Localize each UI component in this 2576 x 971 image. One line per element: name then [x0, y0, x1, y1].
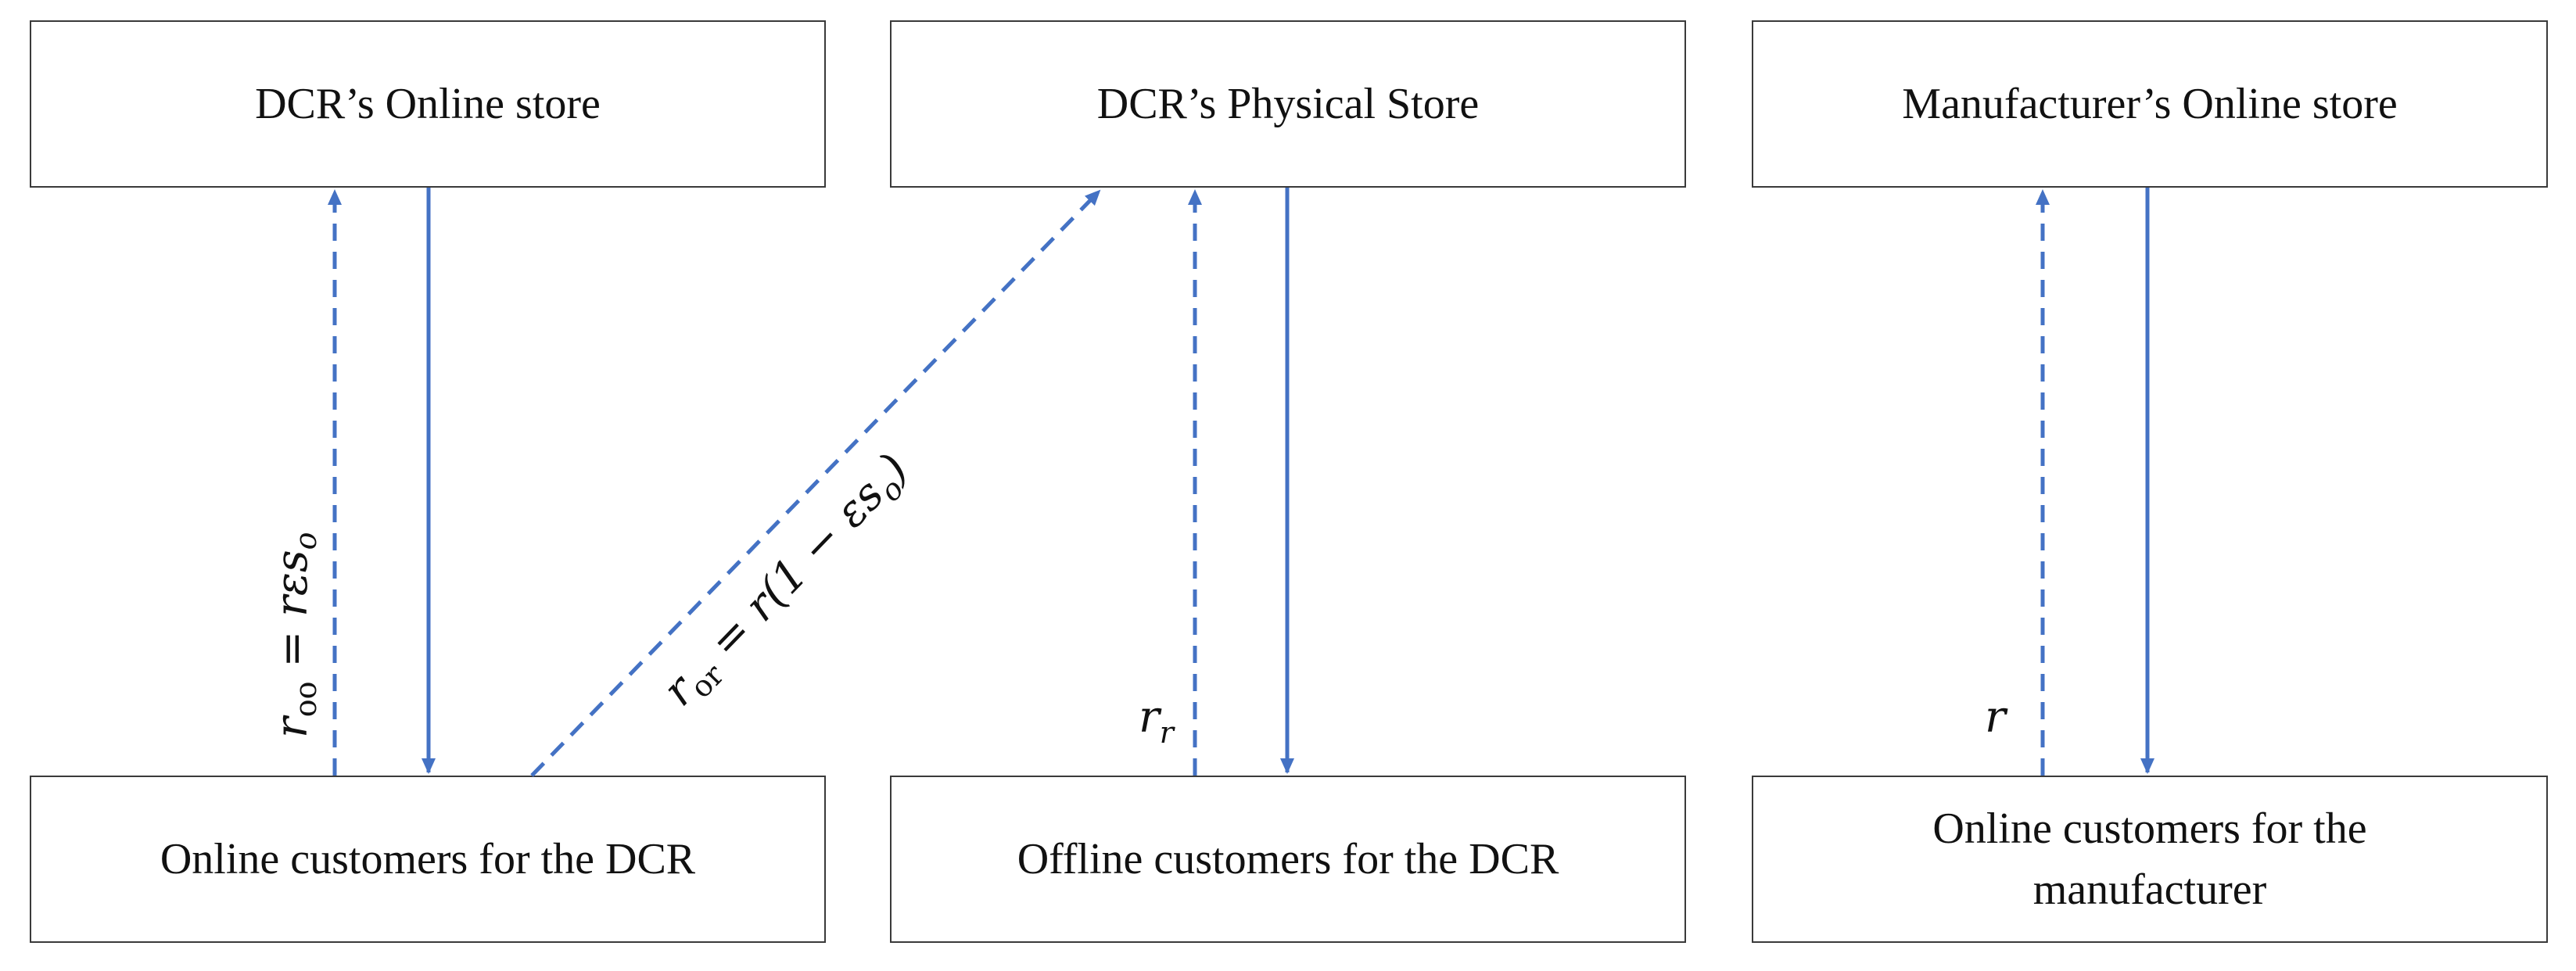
label-ror: ror = r(1 − εso): [653, 444, 922, 720]
label-r: r: [1985, 692, 2008, 743]
online-customers-manufacturer-box: Online customers for the manufacturer: [1752, 776, 2548, 943]
return-arrow-ror: [530, 189, 1101, 777]
manufacturer-online-store-box: Manufacturer’s Online store: [1752, 20, 2548, 188]
dcr-physical-store-box: DCR’s Physical Store: [890, 20, 1686, 188]
label-roo: roo = rεso: [267, 532, 323, 738]
svg-text:roo = rεso: roo = rεso: [267, 532, 323, 738]
label-rr: rr: [1139, 692, 1176, 750]
svg-text:r: r: [1985, 692, 2008, 743]
dcr-online-store-box: DCR’s Online store: [30, 20, 826, 188]
svg-text:rr: rr: [1139, 692, 1176, 750]
manufacturer-online-store-label: Manufacturer’s Online store: [1902, 79, 2398, 128]
online-customers-manufacturer-label: Online customers for the manufacturer: [1932, 804, 2367, 914]
dcr-online-store-label: DCR’s Online store: [255, 79, 601, 128]
dcr-physical-store-label: DCR’s Physical Store: [1096, 79, 1480, 128]
online-customers-dcr-box: Online customers for the DCR: [30, 776, 826, 943]
offline-customers-dcr-label: Offline customers for the DCR: [1017, 834, 1559, 883]
online-customers-dcr-label: Online customers for the DCR: [160, 834, 696, 883]
offline-customers-dcr-box: Offline customers for the DCR: [890, 776, 1686, 943]
svg-text:ror = r(1 − εso): ror = r(1 − εso): [653, 444, 922, 720]
